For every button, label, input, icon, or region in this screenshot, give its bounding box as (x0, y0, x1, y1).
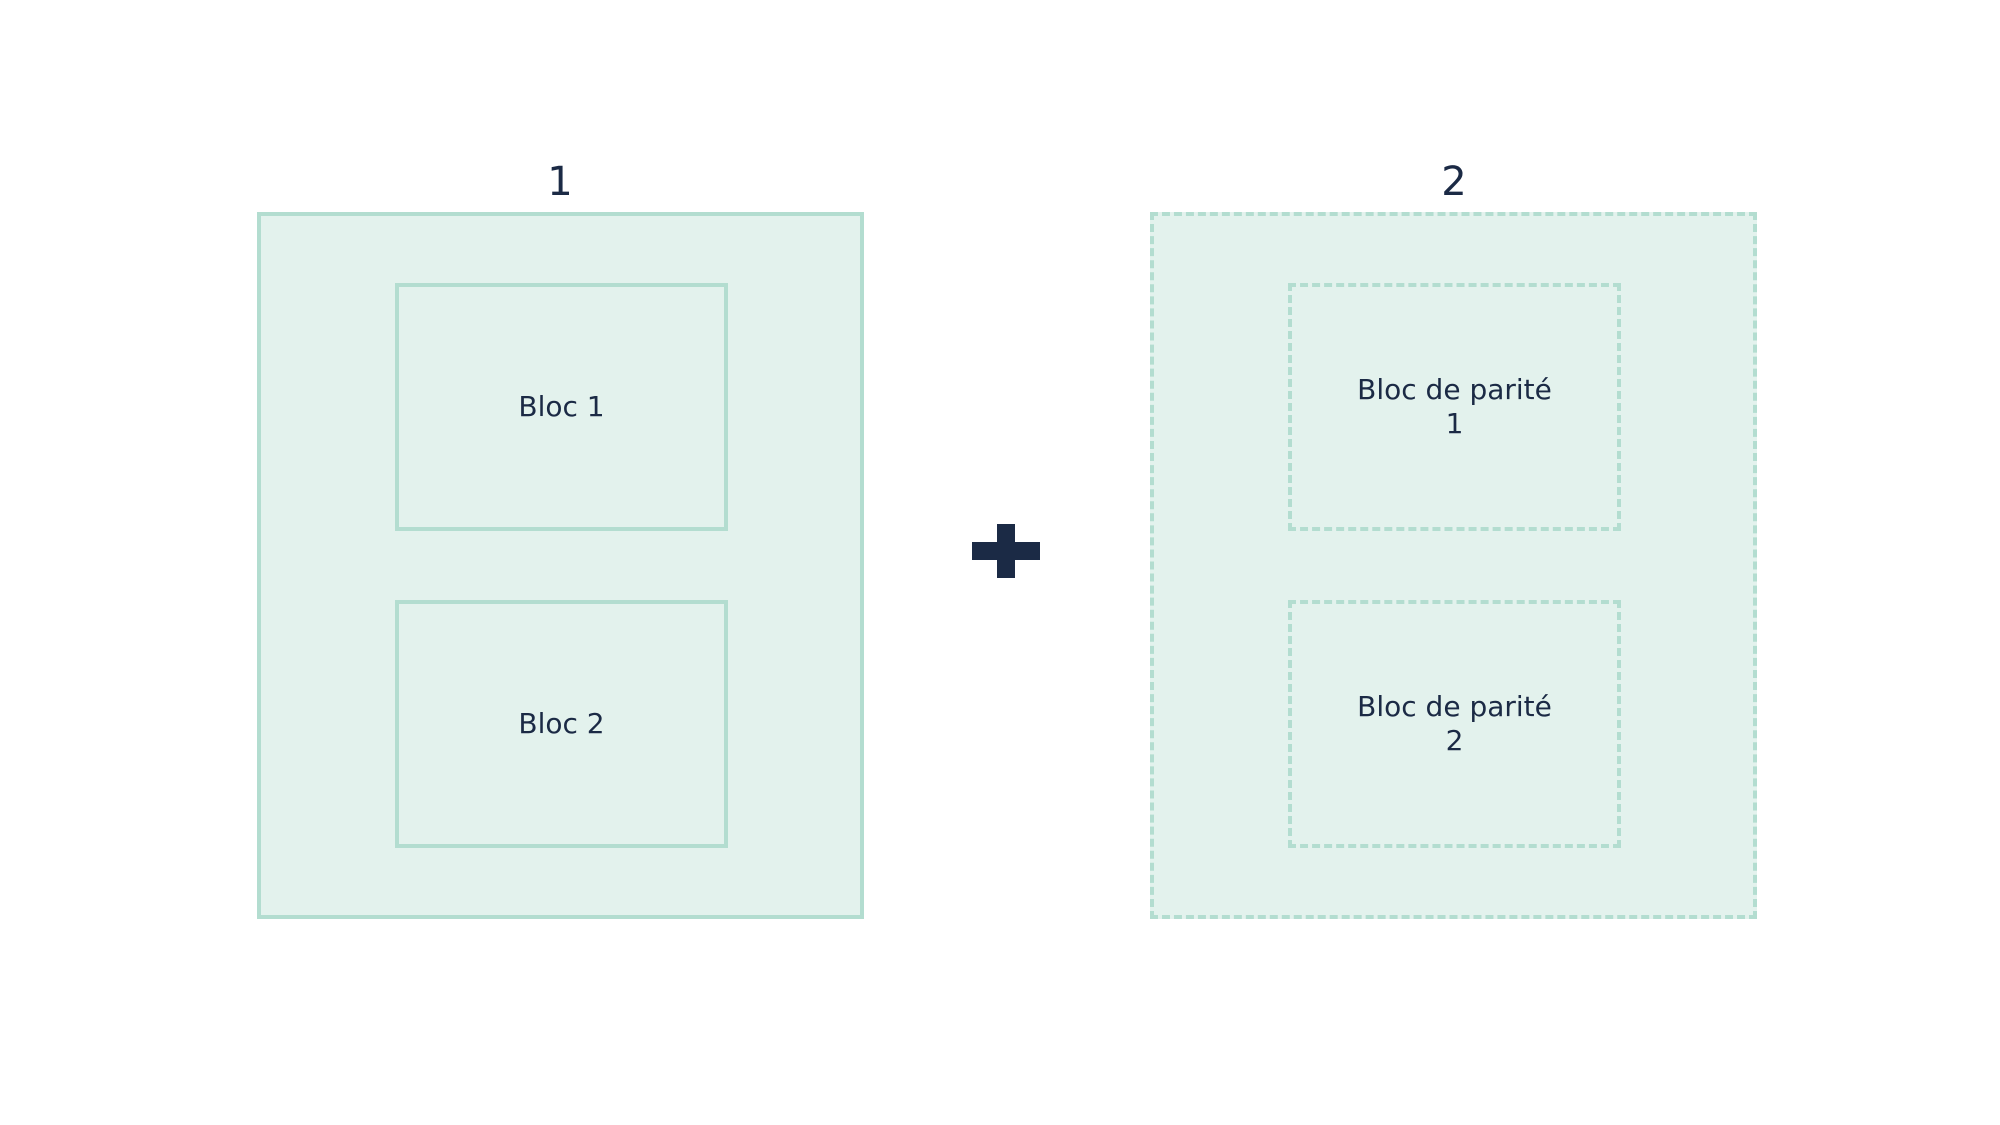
data-block-2: Bloc 2 (395, 600, 728, 848)
parity-group-box: Bloc de parité 1 Bloc de parité 2 (1150, 212, 1757, 919)
data-block-1-text: Bloc 1 (518, 390, 605, 423)
data-group-box: Bloc 1 Bloc 2 (257, 212, 864, 919)
group-2-label: 2 (1441, 159, 1467, 205)
data-block-2-label: Bloc 2 (518, 707, 604, 741)
data-block-1-label: Bloc 1 (518, 390, 604, 424)
plus-icon (972, 524, 1040, 578)
data-block-1: Bloc 1 (395, 283, 728, 531)
parity-block-1-text: Bloc de parité (1357, 373, 1552, 406)
parity-block-2: Bloc de parité 2 (1288, 600, 1621, 848)
group-1-label: 1 (547, 159, 573, 205)
parity-block-1-number: 1 (1445, 407, 1464, 440)
data-block-2-text: Bloc 2 (518, 707, 605, 740)
parity-block-1-label: Bloc de parité 1 (1357, 373, 1552, 441)
parity-block-2-label: Bloc de parité 2 (1357, 690, 1552, 758)
parity-block-2-number: 2 (1445, 724, 1464, 757)
parity-block-1: Bloc de parité 1 (1288, 283, 1621, 531)
parity-block-2-text: Bloc de parité (1357, 690, 1552, 723)
